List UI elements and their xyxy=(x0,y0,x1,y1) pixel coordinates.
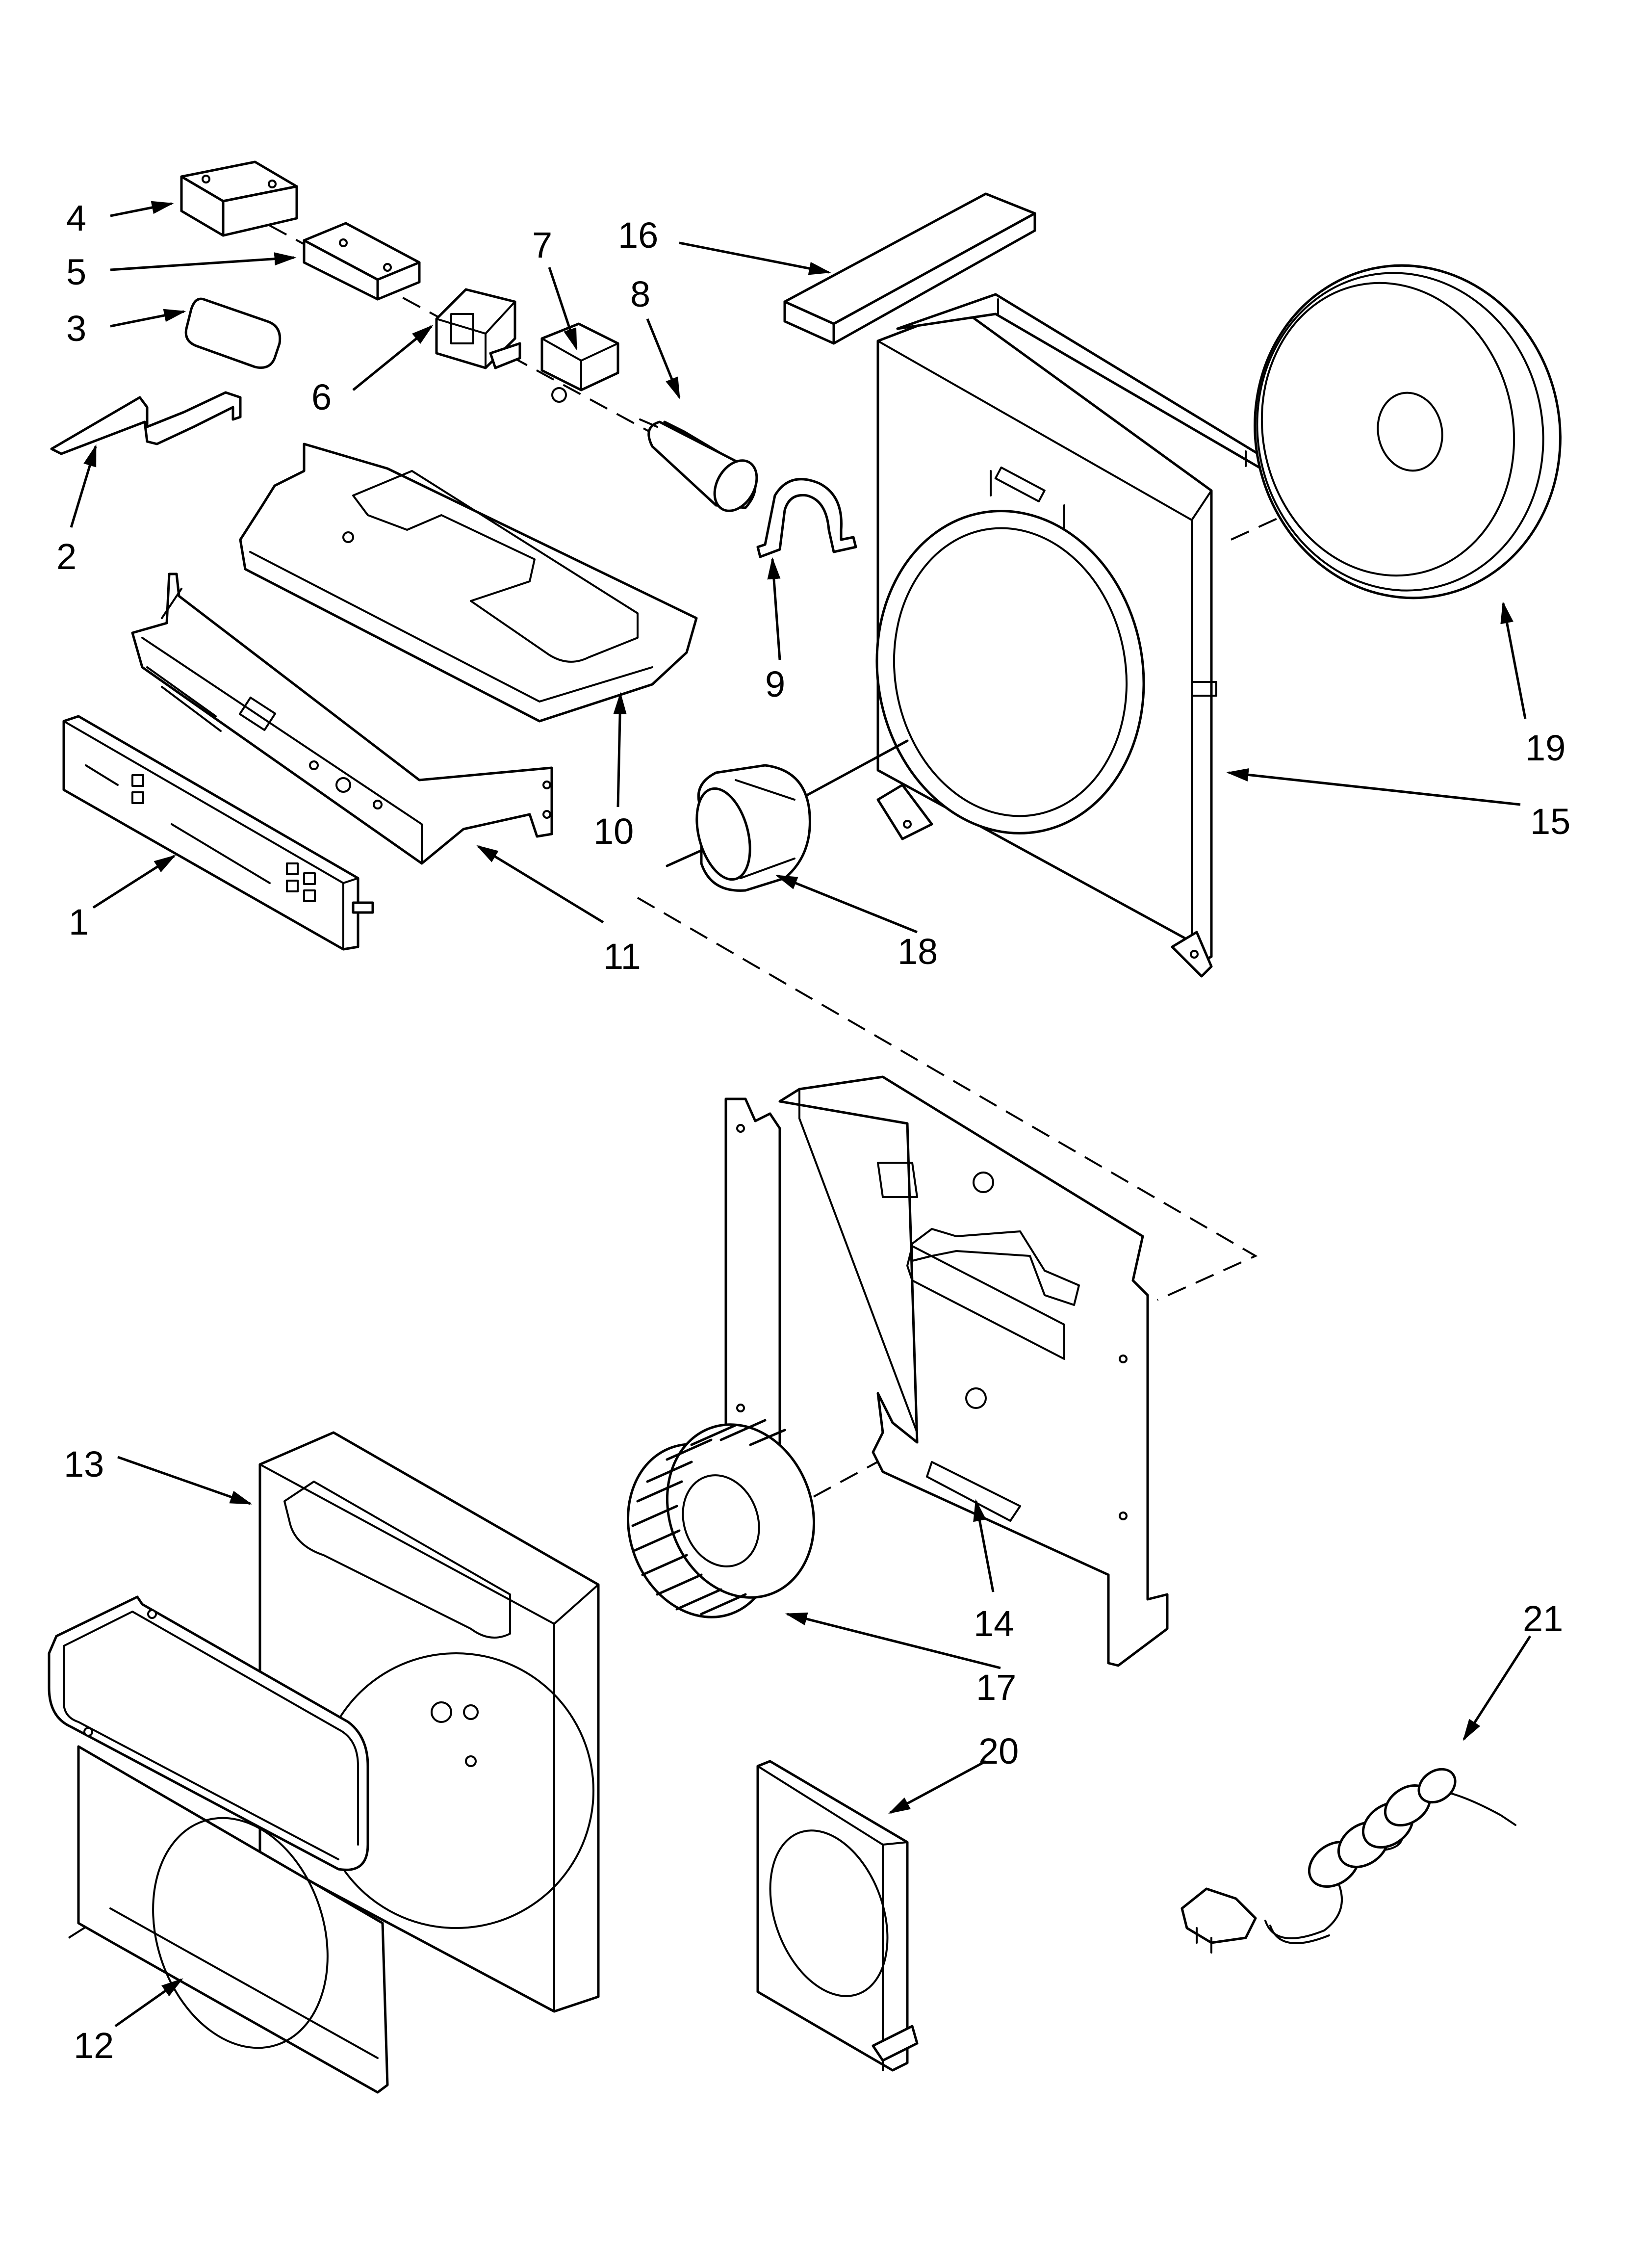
callout-label: 18 xyxy=(898,931,938,972)
part-5-block xyxy=(303,222,421,301)
callout-label: 13 xyxy=(64,1444,104,1485)
callout-label: 19 xyxy=(1525,728,1565,768)
callout-label: 16 xyxy=(618,215,658,256)
part-21-power-cord xyxy=(1180,1768,1516,1954)
part-19-orifice-ring xyxy=(1254,264,1562,600)
callout-label: 11 xyxy=(603,936,641,977)
callout-label: 2 xyxy=(56,536,77,577)
callout-label: 7 xyxy=(532,225,552,265)
part-3-pad xyxy=(184,297,282,369)
callout-label: 3 xyxy=(66,308,86,349)
part-1-control-panel xyxy=(62,715,374,951)
callout-label: 12 xyxy=(74,2025,114,2066)
callout-label: 15 xyxy=(1530,801,1570,842)
part-12-front-frame xyxy=(48,1595,389,2094)
callout-label: 4 xyxy=(66,198,86,238)
part-11-control-housing xyxy=(131,573,553,865)
part-17-blower-wheel xyxy=(626,1419,816,1618)
callout-label: 21 xyxy=(1523,1598,1563,1639)
part-4-block xyxy=(180,160,298,237)
part-6-transformer xyxy=(435,288,521,369)
part-2-bracket xyxy=(50,391,242,455)
part-10-cover xyxy=(239,443,698,723)
callout-label: 17 xyxy=(976,1667,1016,1708)
callout-label: 10 xyxy=(593,811,634,852)
part-15-bulkhead xyxy=(875,293,1272,978)
callout-label: 14 xyxy=(974,1603,1014,1644)
part-8-capacitor xyxy=(639,418,758,512)
leader-lines xyxy=(70,201,1532,2028)
callout-labels: 1 2 3 4 5 6 7 8 9 10 11 12 13 14 15 16 1… xyxy=(56,198,1570,2066)
part-7-relay xyxy=(540,322,619,403)
part-14-partition xyxy=(724,1075,1169,1667)
part-18-motor xyxy=(666,739,909,892)
callout-label: 9 xyxy=(765,664,785,704)
callout-label: 5 xyxy=(66,252,86,292)
callout-label: 8 xyxy=(630,274,650,314)
callout-label: 1 xyxy=(69,902,89,942)
callout-label: 6 xyxy=(311,377,332,417)
part-9-clamp xyxy=(756,478,857,558)
callout-label: 20 xyxy=(978,1731,1019,1772)
part-16-strip xyxy=(783,192,1036,345)
part-20-duct-plate xyxy=(756,1760,919,2072)
